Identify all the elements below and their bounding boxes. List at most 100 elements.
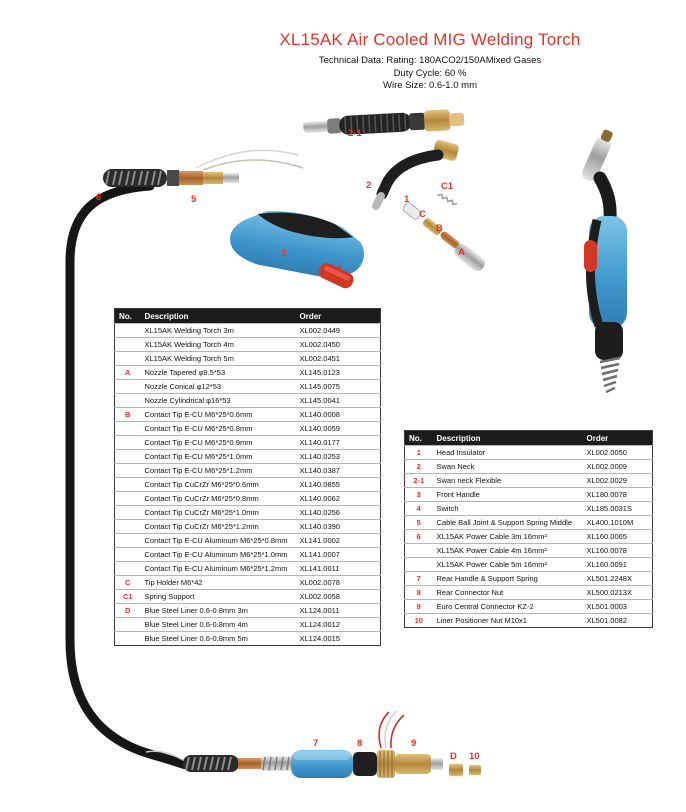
part-description: Head Insulator [432, 445, 583, 460]
part-ref [114, 449, 141, 464]
part-ref: 10 [404, 613, 433, 628]
part-ref [114, 547, 141, 562]
diagram-label-5: 5 [191, 194, 197, 205]
diagram-label-2: 2 [366, 180, 372, 191]
part-description: XL15AK Welding Torch 3m [140, 323, 296, 338]
part-description: Nozzle Tapered φ9.5*53 [140, 365, 296, 380]
diagram-label-1: 1 [404, 194, 410, 205]
table-row: C Tip Holder M6*42 XL002.0078 [114, 575, 381, 590]
part-ref: 2-1 [404, 473, 433, 488]
table-row: Contact Tip E-CU M6*25*0.8mm XL140.0059 [114, 421, 381, 436]
part-order-code: XL140.0059 [295, 421, 381, 436]
part-description: Swan neck Flexible [432, 473, 583, 488]
diagram-label-4: 4 [336, 264, 342, 275]
part-ref: 3 [404, 487, 433, 502]
part-description: XL15AK Power Cable 4m 16mm² [432, 543, 583, 558]
tech-line-rating: Technical Data: Rating: 180ACO2/150AMixe… [318, 55, 542, 66]
part-order-code: XL141.0002 [295, 533, 381, 548]
table-row: D Blue Steel Liner 0.6-0.8mm 3m XL124.00… [114, 603, 381, 618]
table-row: C1 Spring Support XL002.0058 [114, 589, 381, 604]
front-handle-illustration [230, 211, 365, 289]
consumables-parts-table: No. Description Order XL15AK Welding Tor… [114, 308, 381, 646]
table-row: Contact Tip E-CU M6*25*1.0mm XL140.0253 [114, 449, 381, 464]
diagram-label-b: B [436, 223, 443, 234]
table-row: Blue Steel Liner 0.6-0.8mm 4m XL124.0012 [114, 617, 381, 632]
table-row: Contact Tip E-CU Aluminum M6*25*0.8mm XL… [114, 533, 381, 548]
diagram-label-c1: C1 [441, 181, 454, 192]
part-description: Euro Central Connector KZ-2 [432, 599, 583, 614]
part-description: Rear Handle & Support Spring [432, 571, 583, 586]
table-row: 2-1 Swan neck Flexible XL002.0029 [404, 473, 653, 488]
part-description: Contact Tip CuCrZr M6*25*0.8mm [140, 491, 296, 506]
part-ref [114, 421, 141, 436]
part-order-code: XL002.0078 [295, 575, 381, 590]
spring-support-illustration [437, 193, 458, 206]
part-description: Contact Tip CuCrZr M6*25*0.6mm [140, 477, 296, 492]
table-row: Nozzle Cylindrical φ16*53 XL145.0041 [114, 393, 381, 408]
part-order-code: XL185.0031S [582, 501, 653, 516]
part-description: Rear Connector Nut [432, 585, 583, 600]
part-order-code: XL500.0213X [582, 585, 653, 600]
part-ref [114, 337, 141, 352]
part-description: Contact Tip E-CU M6*25*1.2mm [140, 463, 296, 478]
part-ref [404, 543, 433, 558]
part-order-code: XL124.0011 [295, 603, 381, 618]
page-title: XL15AK Air Cooled MIG Welding Torch [279, 30, 581, 49]
part-ref: 4 [404, 501, 433, 516]
part-order-code: XL501.2248X [582, 571, 653, 586]
part-ref [114, 519, 141, 534]
part-ref [114, 379, 141, 394]
part-ref [114, 631, 141, 646]
part-ref: D [114, 603, 141, 618]
part-order-code: XL501.0003 [582, 599, 653, 614]
diagram-label-c: C [419, 209, 426, 220]
part-order-code: XL400.1010M [582, 515, 653, 530]
part-description: Contact Tip E-CU M6*25*0.9mm [140, 435, 296, 450]
part-description: Contact Tip CuCrZr M6*25*1.0mm [140, 505, 296, 520]
part-order-code: XL160.0091 [582, 557, 653, 572]
tech-line-duty: Duty Cycle: 60 % [393, 67, 467, 79]
part-description: XL15AK Power Cable 3m 16mm² [432, 529, 583, 544]
part-description: XL15AK Welding Torch 5m [140, 351, 296, 366]
torch-parts-table: No. Description Order 1 Head Insulator X… [404, 430, 653, 628]
table-row: Contact Tip CuCrZr M6*25*1.2mm XL140.039… [114, 519, 381, 534]
diagram-label-9: 9 [411, 738, 417, 749]
part-ref: 2 [404, 459, 433, 474]
part-ref: 8 [404, 585, 433, 600]
diagram-label-7: 7 [313, 738, 319, 749]
part-ref [114, 463, 141, 478]
part-order-code: XL141.0007 [295, 547, 381, 562]
part-order-code: XL002.0050 [582, 445, 653, 460]
part-ref: 9 [404, 599, 433, 614]
part-order-code: XL002.0029 [582, 473, 653, 488]
torch-front-connector-illustration [167, 149, 304, 186]
table-row: Contact Tip CuCrZr M6*25*0.6mm XL140.085… [114, 477, 381, 492]
table-row: XL15AK Power Cable 4m 16mm² XL160.0078 [404, 543, 653, 558]
part-ref: 5 [404, 515, 433, 530]
part-order-code: XL145.0123 [295, 365, 381, 380]
part-description: Contact Tip E-CU Aluminum M6*25*1.2mm [140, 561, 296, 576]
part-description: Liner Positioner Nut M10x1 [432, 613, 583, 628]
table-row: Contact Tip E-CU Aluminum M6*25*1.0mm XL… [114, 547, 381, 562]
part-order-code: XL140.0177 [295, 435, 381, 450]
part-order-code: XL002.0058 [295, 589, 381, 604]
part-description: Contact Tip E-CU M6*25*0.6mm [140, 407, 296, 422]
part-ref [114, 351, 141, 366]
part-order-code: XL002.0451 [295, 351, 381, 366]
table-row: Contact Tip CuCrZr M6*25*1.0mm XL140.025… [114, 505, 381, 520]
part-order-code: XL140.0253 [295, 449, 381, 464]
table-row: A Nozzle Tapered φ9.5*53 XL145.0123 [114, 365, 381, 380]
part-ref [114, 435, 141, 450]
part-ref [404, 557, 433, 572]
part-order-code: XL160.0065 [582, 529, 653, 544]
part-description: Swan Neck [432, 459, 583, 474]
table-row: Contact Tip E-CU M6*25*0.9mm XL140.0177 [114, 435, 381, 450]
diagram-label-6: 6 [96, 192, 102, 203]
part-order-code: XL180.0078 [582, 487, 653, 502]
diagram-label-8: 8 [357, 738, 363, 749]
part-order-code: XL140.0256 [295, 505, 381, 520]
part-order-code: XL140.0387 [295, 463, 381, 478]
part-ref [114, 491, 141, 506]
part-order-code: XL140.0008 [295, 407, 381, 422]
